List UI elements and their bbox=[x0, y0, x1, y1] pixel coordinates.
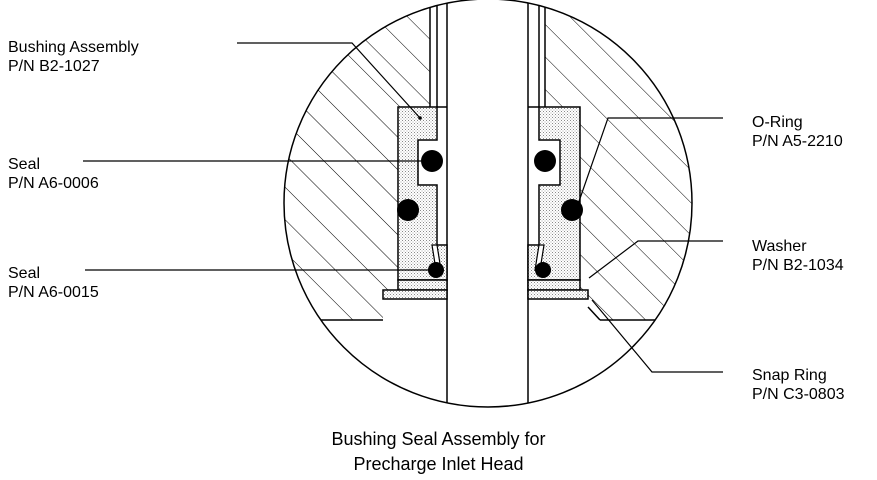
washer-left bbox=[397, 279, 448, 291]
o-ring-right bbox=[561, 199, 583, 221]
label-snap-ring-pn: P/N C3-0803 bbox=[752, 386, 845, 403]
label-bushing-assembly-pn: P/N B2-1027 bbox=[8, 58, 100, 75]
bushing-left bbox=[397, 106, 448, 281]
label-snap-ring: Snap Ring P/N C3-0803 bbox=[752, 366, 845, 404]
leader-lines bbox=[83, 42, 723, 373]
label-seal-lower-name: Seal bbox=[8, 265, 41, 282]
washer-right bbox=[527, 279, 581, 291]
label-seal-lower: Seal P/N A6-0015 bbox=[8, 264, 99, 302]
label-o-ring-pn: P/N A5-2210 bbox=[752, 133, 843, 150]
label-bushing-assembly: Bushing Assembly P/N B2-1027 bbox=[8, 38, 139, 76]
seal-upper-left bbox=[421, 150, 443, 172]
snap-ring-left bbox=[382, 289, 448, 300]
label-o-ring: O-Ring P/N A5-2210 bbox=[752, 113, 843, 151]
snap-ring-right bbox=[527, 289, 589, 300]
label-washer: Washer P/N B2-1034 bbox=[752, 237, 844, 275]
label-seal-upper-name: Seal bbox=[8, 156, 41, 173]
label-o-ring-name: O-Ring bbox=[752, 114, 803, 131]
seal-mid-left bbox=[397, 199, 419, 221]
label-washer-name: Washer bbox=[752, 238, 807, 255]
label-seal-upper: Seal P/N A6-0006 bbox=[8, 155, 99, 193]
seal-upper-right bbox=[534, 150, 556, 172]
label-seal-upper-pn: P/N A6-0006 bbox=[8, 175, 99, 192]
bushing-right bbox=[527, 106, 581, 281]
label-snap-ring-name: Snap Ring bbox=[752, 367, 827, 384]
label-washer-pn: P/N B2-1034 bbox=[752, 257, 844, 274]
diagram-caption: Bushing Seal Assembly for Precharge Inle… bbox=[0, 427, 877, 477]
label-seal-lower-pn: P/N A6-0015 bbox=[8, 284, 99, 301]
housing-section bbox=[284, 0, 692, 407]
seal-lower-left bbox=[428, 262, 444, 278]
caption-line-2: Precharge Inlet Head bbox=[353, 454, 524, 474]
label-bushing-assembly-name: Bushing Assembly bbox=[8, 39, 139, 56]
detail-circle bbox=[283, 0, 693, 408]
caption-line-1: Bushing Seal Assembly for bbox=[331, 429, 546, 449]
seal-lower-right bbox=[535, 262, 551, 278]
